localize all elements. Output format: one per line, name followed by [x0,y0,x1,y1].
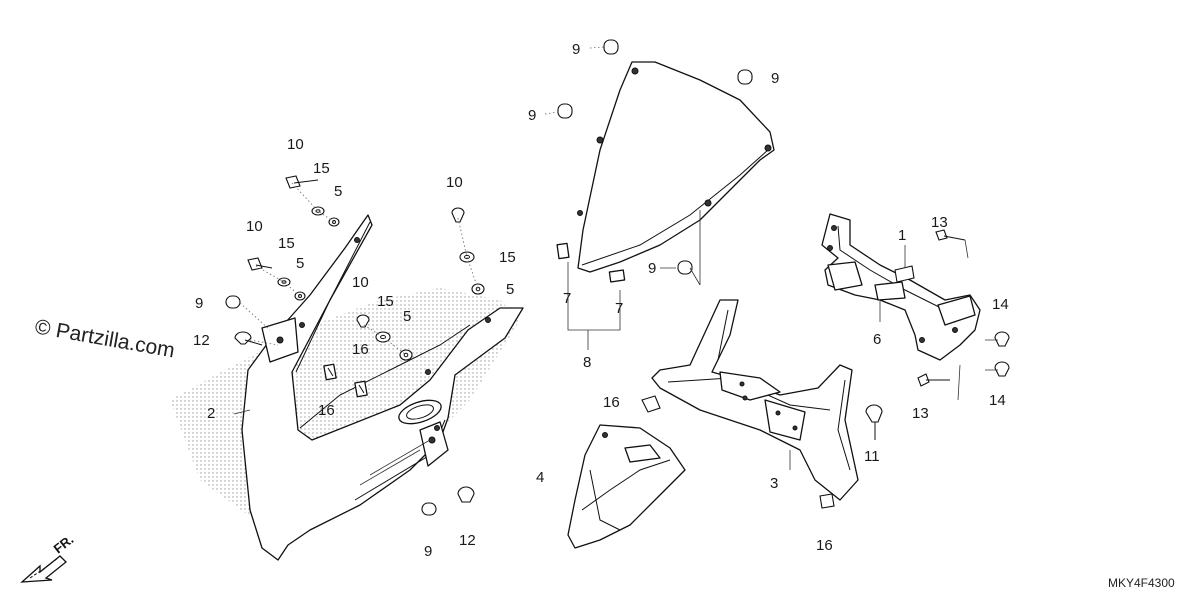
callout-9: 9 [648,260,656,277]
callout-7: 7 [563,290,571,307]
callout-15: 15 [278,235,295,252]
callout-15: 15 [377,293,394,310]
hardware-left [225,175,485,516]
callout-9: 9 [424,543,432,560]
callout-10: 10 [352,274,369,291]
callout-10: 10 [287,136,304,153]
callout-15: 15 [499,249,516,266]
callout-5: 5 [403,308,411,325]
diagram-code: MKY4F4300 [1108,576,1175,590]
callout-14: 14 [989,392,1006,409]
callout-9: 9 [195,295,203,312]
callout-5: 5 [334,183,342,200]
windscreen-part [544,39,775,350]
watermark: © Partzilla.com [33,315,176,362]
lower-inner-cover-part [567,424,686,549]
callout-6: 6 [873,331,881,348]
callout-14: 14 [992,296,1009,313]
callout-16: 16 [816,537,833,554]
callout-16: 16 [603,394,620,411]
callout-9: 9 [771,70,779,87]
meter-stay-part [821,213,1010,401]
callout-5: 5 [296,255,304,272]
upper-cowl-part [170,214,524,561]
callout-5: 5 [506,281,514,298]
callout-labels: 10 15 5 10 15 5 9 12 2 10 15 5 16 16 10 … [193,41,1009,560]
callout-15: 15 [313,160,330,177]
callout-10: 10 [246,218,263,235]
callout-16: 16 [352,341,369,358]
callout-9: 9 [528,107,536,124]
callout-2: 2 [207,405,215,422]
callout-12: 12 [193,332,210,349]
front-label: FR. [51,532,77,557]
leader-lines-left [233,182,479,486]
callout-13: 13 [912,405,929,422]
callout-12: 12 [459,532,476,549]
callout-3: 3 [770,475,778,492]
callout-4: 4 [536,469,544,486]
inner-cowl-part [641,299,883,509]
callout-9: 9 [572,41,580,58]
callout-10: 10 [446,174,463,191]
callout-13: 13 [931,214,948,231]
callout-7: 7 [615,300,623,317]
callout-16: 16 [318,402,335,419]
callout-11: 11 [864,448,880,465]
callout-1: 1 [898,227,906,244]
callout-8: 8 [583,354,591,371]
front-direction-arrow: FR. [20,532,77,583]
